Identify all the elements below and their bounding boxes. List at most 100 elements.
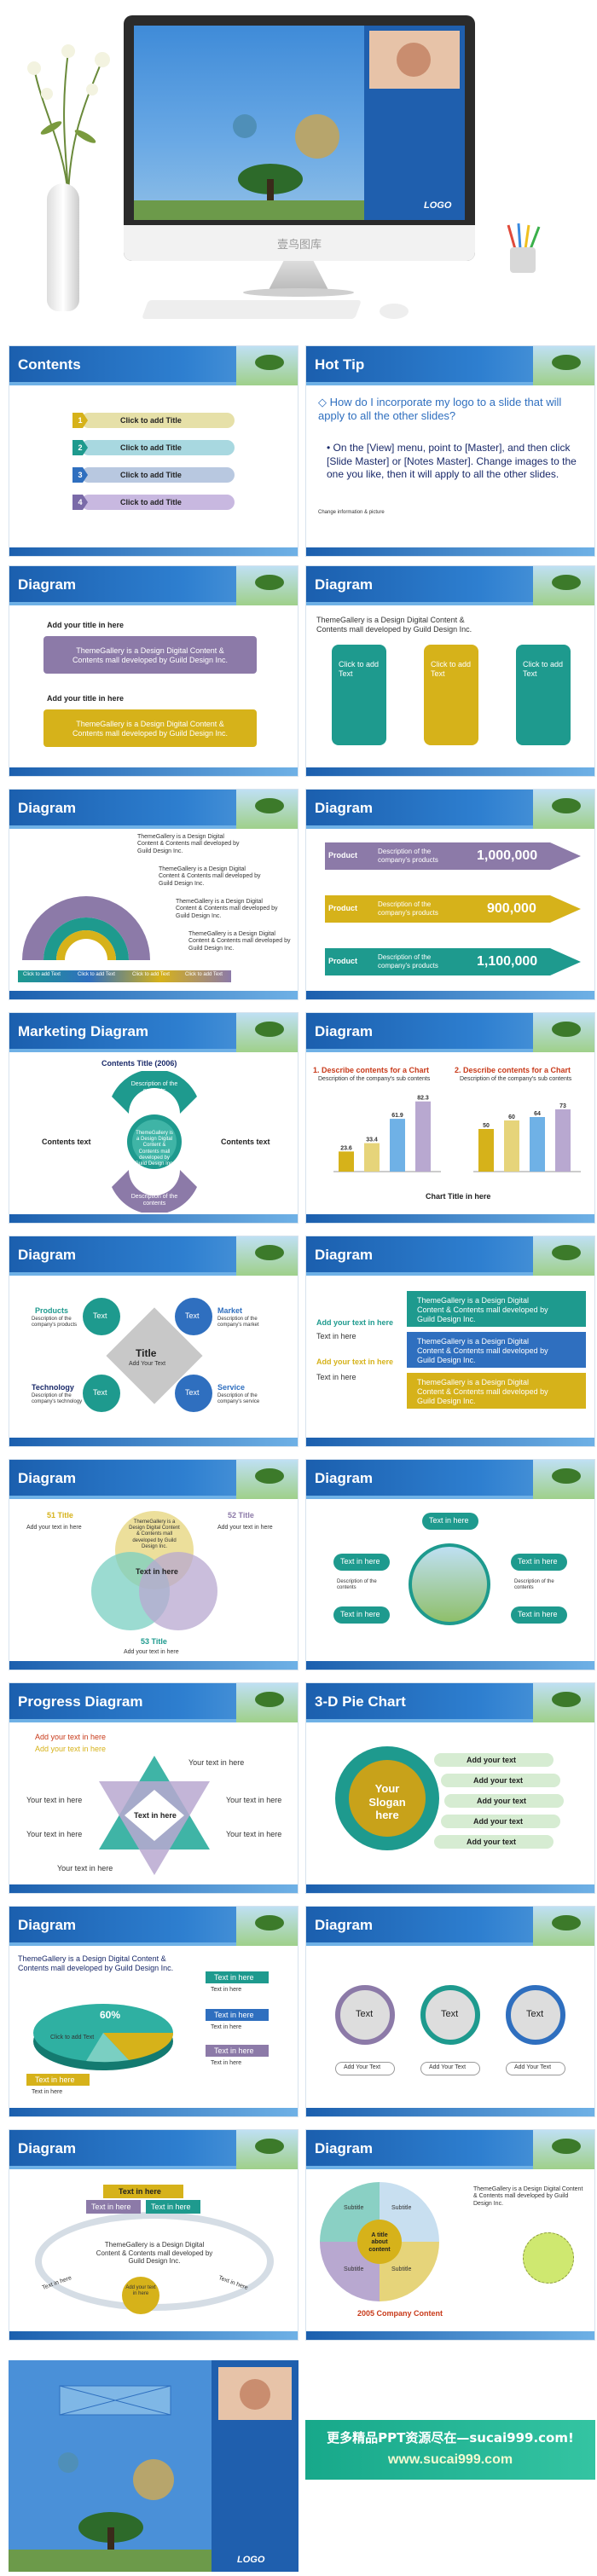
bullet-icon: • — [327, 442, 333, 454]
arm-2: Your text in here — [226, 1796, 282, 1804]
slide-title: Diagram — [315, 800, 374, 816]
circle-br — [175, 1375, 212, 1412]
bar-1-1 — [339, 1151, 354, 1172]
venn-text-top: ThemeGallery is a Design Digital Content… — [129, 1520, 180, 1549]
slide-diagram-18: Diagram Subtitle Subtitle Subtitle Subti… — [305, 2129, 595, 2341]
tag-strip — [18, 970, 231, 982]
box-text-3: ThemeGallery is a Design Digital Content… — [417, 1378, 548, 1405]
slide-diagram-12: Diagram Text in here Text in here Text i… — [305, 1459, 595, 1670]
contents-item-4[interactable]: Click to add Title — [120, 498, 182, 507]
tih-1: Text in here — [214, 1973, 254, 1982]
contents-num-2: 2 — [78, 443, 83, 452]
box-text-2: ThemeGallery is a Design Digital Content… — [417, 1337, 548, 1364]
bullet-1: Text in here — [316, 1332, 356, 1340]
progress-center: Text in here — [134, 1811, 177, 1820]
pill-text-br: Text in here — [518, 1610, 558, 1618]
keyboard-icon — [141, 300, 362, 319]
quad-d-1: Description of the company's products — [32, 1317, 78, 1329]
product-value-3: 1,100,000 — [477, 954, 538, 969]
slide-contents: Contents 1 2 3 4 Click to add Title Clic… — [9, 345, 298, 557]
teal-column — [332, 645, 386, 745]
col-text-3: Click to add Text — [523, 660, 564, 678]
hero-mockup: LOGO 壹鸟图库 — [0, 0, 597, 337]
tih-box-2 — [206, 2009, 269, 2021]
slide-title: Diagram — [18, 800, 77, 816]
bar-label-1-4: 82.3 — [417, 1096, 429, 1102]
pie-3d-icon — [33, 2004, 174, 2070]
bar-label-2-1: 50 — [483, 1123, 490, 1129]
promo-banner[interactable]: 更多精品PPT资源尽在—sucai999.com! www.sucai999.c… — [305, 2420, 595, 2480]
mouse-icon — [380, 304, 409, 319]
marketing-circle-icon — [112, 1071, 197, 1213]
tih-box-3 — [206, 2045, 269, 2057]
add-text-3: Add Your Text — [514, 2064, 552, 2070]
box-teal — [407, 1291, 586, 1327]
item-bar-2 — [441, 1774, 560, 1787]
contents-title: Contents Title (2006) — [101, 1059, 177, 1068]
slide-hot-tip: Hot Tip ◇ How do I incorporate my logo t… — [305, 345, 595, 557]
chart-caption: Chart Title in here — [426, 1192, 491, 1201]
bar-2-2 — [504, 1120, 519, 1172]
item-bar-4 — [441, 1815, 560, 1828]
circle-text-tr: Text — [185, 1311, 200, 1320]
slide-title: Contents — [18, 356, 81, 373]
slide-title: Diagram — [315, 1917, 374, 1933]
venn-icon — [91, 1511, 217, 1630]
monitor: LOGO 壹鸟图库 — [124, 15, 475, 261]
slide-title: Diagram — [18, 1917, 77, 1933]
arm-6: Your text in here — [57, 1864, 113, 1873]
tih-3: Text in here — [214, 2046, 254, 2055]
sub-3: Subtitle — [344, 2266, 364, 2272]
quad-h-3: Technology — [32, 1383, 74, 1392]
bar-1-2 — [364, 1143, 380, 1172]
ending-banner: 更多精品PPT资源尽在—sucai999.com! www.sucai999.c… — [305, 2360, 595, 2572]
product-arrow-2 — [325, 895, 581, 923]
add-title-2: Add your title in here — [47, 694, 125, 703]
inner-text: Add your text in here — [125, 2285, 156, 2297]
circle-bl — [83, 1375, 120, 1412]
progress-add-2: Add your text in here — [35, 1745, 107, 1753]
bar-label-2-2: 60 — [508, 1114, 515, 1120]
contents-item-3[interactable]: Click to add Title — [120, 471, 182, 479]
product-desc-3: Description of the company's products — [378, 953, 438, 970]
sub-1: Subtitle — [344, 2205, 364, 2211]
green-circle — [523, 2232, 574, 2284]
product-arrow-1 — [325, 842, 581, 870]
slide-diagram-16: Diagram Text Text Text Add Your Text Add… — [305, 1906, 595, 2117]
ring-1 — [335, 1985, 395, 2045]
tih-text-right: Text in here — [151, 2203, 191, 2211]
box-text-1: ThemeGallery is a Design Digital Content… — [417, 1296, 548, 1323]
arc-text-2: ThemeGallery is a Design Digital Content… — [159, 866, 261, 887]
contents-item-2[interactable]: Click to add Title — [120, 443, 182, 452]
venn-bul-1: Add your text in here — [26, 1525, 82, 1531]
slide-title: 3-D Pie Chart — [315, 1693, 406, 1710]
venn-bul-3: Add your text in here — [124, 1649, 179, 1655]
quad-h-4: Service — [217, 1383, 246, 1392]
monitor-screen: LOGO — [134, 26, 465, 220]
slide-title: Diagram — [18, 2140, 77, 2156]
bar-1-3 — [390, 1119, 405, 1172]
quad-h-2: Market — [217, 1306, 243, 1315]
slide-diagram-6: Diagram Product Product Product Descript… — [305, 789, 595, 1000]
contents-text-left: Contents text — [42, 1137, 91, 1146]
bar-label-1-3: 61.9 — [391, 1113, 403, 1119]
flower-stems-icon — [27, 44, 110, 196]
col-text-1: Click to add Text — [339, 660, 380, 678]
purple-box-text: ThemeGallery is a Design Digital Content… — [72, 646, 229, 664]
chart-heading-2: 2. Describe contents for a Chart — [455, 1066, 571, 1074]
quad-d-4: Description of the company's service — [217, 1393, 260, 1405]
slide-title: Diagram — [315, 1247, 374, 1263]
arm-1: Your text in here — [188, 1758, 245, 1767]
pencil-cup-icon — [507, 223, 541, 273]
ring-text-2: Text — [441, 2009, 459, 2019]
contents-item-1[interactable]: Click to add Title — [120, 416, 182, 425]
tih-bul-1: Text in here — [211, 1987, 242, 1993]
hot-tip-answer: • On the [View] menu, point to [Master],… — [327, 442, 577, 481]
contents-text-right: Contents text — [221, 1137, 270, 1146]
slogan-text: Your Slogan here — [368, 1782, 406, 1822]
box-blue — [407, 1332, 586, 1368]
tag-2: Click to add Text — [78, 972, 115, 977]
promo-url[interactable]: www.sucai999.com — [387, 2452, 513, 2467]
monitor-base — [243, 288, 354, 297]
